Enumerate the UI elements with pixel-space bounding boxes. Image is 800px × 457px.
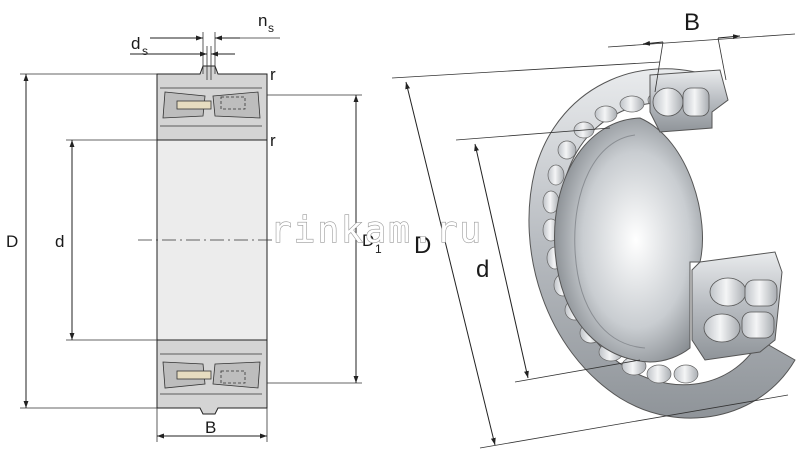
- iso-label-outer-diameter: D: [414, 232, 431, 259]
- label-inner-ring-diameter: D: [362, 231, 374, 250]
- iso-label-width: B: [684, 9, 700, 36]
- label-hole-diameter-subscript: s: [142, 44, 148, 58]
- label-chamfer-top: r: [270, 65, 276, 84]
- watermark: rinkam.ru: [270, 210, 483, 251]
- label-width: B: [205, 418, 216, 437]
- label-bore-diameter: d: [55, 232, 64, 251]
- iso-inner-ring: [554, 117, 703, 363]
- label-chamfer-inner: r: [270, 131, 276, 150]
- iso-label-bore-diameter: d: [476, 256, 489, 283]
- iso-view: B D d: [391, 9, 796, 449]
- iso-top-cutaway: [649, 69, 729, 133]
- iso-bottom-cutaway: [691, 251, 783, 361]
- top-ring-section: [156, 65, 268, 141]
- label-outer-diameter: D: [6, 232, 18, 251]
- label-hole-diameter: d: [131, 34, 140, 53]
- label-groove-width: n: [258, 11, 267, 30]
- label-inner-ring-subscript: 1: [375, 242, 382, 256]
- section-view: D d B D 1 d s n s r r: [6, 11, 382, 442]
- label-groove-width-subscript: s: [268, 21, 274, 35]
- bottom-ring-section: [156, 339, 268, 415]
